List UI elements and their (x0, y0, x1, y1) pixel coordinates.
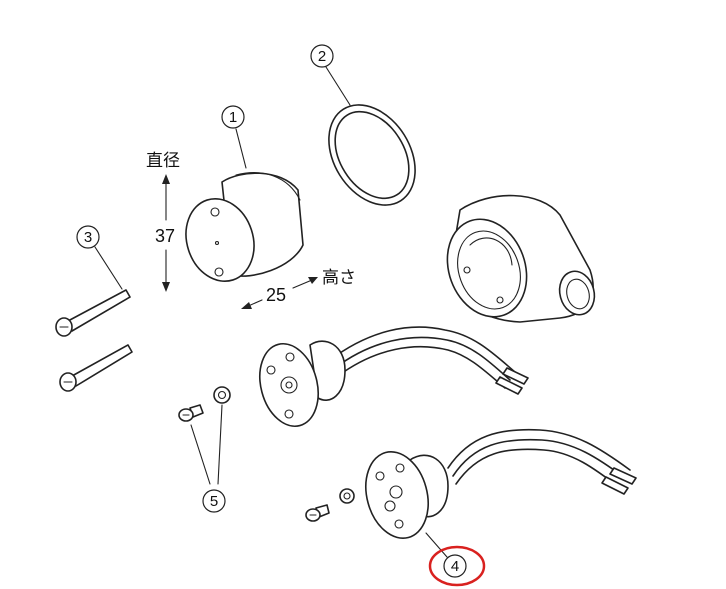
part-5-small-screw-upper (178, 404, 204, 422)
callout-2-leader (325, 66, 351, 106)
svg-text:4: 4 (451, 558, 459, 575)
long-screw-upper (55, 289, 131, 337)
long-screw-lower (59, 344, 133, 392)
part-4-socket-assembly-lower (365, 428, 637, 540)
part-5-washer-lower (339, 488, 355, 504)
callout-5: 5 (202, 489, 226, 513)
dimension-height: 25 高さ (241, 268, 356, 309)
part-1-cylinder-cap (185, 172, 304, 283)
dimension-diameter: 直径 37 (146, 151, 180, 292)
socket-assembly-upper (259, 326, 529, 428)
height-label: 高さ (322, 268, 356, 287)
callout-4: 4 (443, 554, 467, 578)
callout-5-leaders (190, 404, 223, 485)
svg-text:3: 3 (84, 229, 92, 246)
callout-3-leader (94, 246, 123, 290)
svg-text:5: 5 (210, 493, 218, 510)
part-5-small-screw-lower (305, 504, 330, 522)
callout-1-leader (235, 128, 247, 169)
svg-text:2: 2 (318, 48, 326, 65)
diameter-label: 直径 (146, 151, 180, 170)
callout-1: 1 (221, 105, 245, 129)
part-2-o-ring (328, 104, 416, 206)
callout-3: 3 (76, 225, 100, 249)
housing-body (446, 194, 596, 323)
svg-text:1: 1 (229, 109, 237, 126)
part-5-washer-upper (213, 386, 231, 404)
diameter-value: 37 (155, 226, 175, 246)
part-3-long-screws (55, 289, 133, 392)
callout-4-highlight-ring (428, 545, 486, 587)
callout-4-leader (425, 532, 448, 558)
callout-2: 2 (310, 44, 334, 68)
height-value: 25 (266, 285, 286, 305)
